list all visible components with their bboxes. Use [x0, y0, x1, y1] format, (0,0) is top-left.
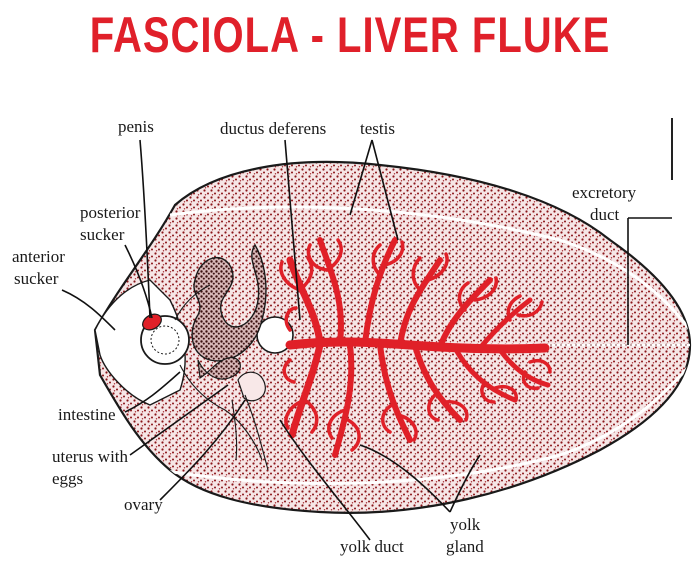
- label-ovary: ovary: [124, 495, 163, 514]
- label-yolk-gland-line2: gland: [446, 537, 484, 556]
- label-ductus-deferens: ductus deferens: [220, 119, 326, 138]
- diagram-title: FASCIOLA - LIVER FLUKE: [89, 8, 611, 63]
- label-uterus-line1: uterus with: [52, 447, 129, 466]
- label-excretory-duct-line1: excretory: [572, 183, 637, 202]
- labels: penis ductus deferens testis posterior s…: [12, 117, 637, 556]
- ovary-organ: [237, 371, 266, 402]
- lateral-canals: [159, 205, 690, 486]
- intestine: [174, 284, 269, 471]
- label-excretory-duct-line2: duct: [590, 205, 620, 224]
- label-penis: penis: [118, 117, 154, 136]
- label-posterior-sucker-line1: posterior: [80, 203, 141, 222]
- label-anterior-sucker-line1: anterior: [12, 247, 65, 266]
- label-intestine: intestine: [58, 405, 116, 424]
- label-posterior-sucker-line2: sucker: [80, 225, 125, 244]
- label-yolk-gland-line1: yolk: [450, 515, 481, 534]
- label-yolk-duct: yolk duct: [340, 537, 404, 556]
- label-anterior-sucker-line2: sucker: [14, 269, 59, 288]
- uterus-with-eggs: [191, 243, 267, 380]
- penis-organ: [142, 313, 162, 331]
- leader-lines: [61, 139, 672, 541]
- testis-organ: [279, 237, 552, 458]
- label-testis: testis: [360, 119, 395, 138]
- label-uterus-line2: eggs: [52, 469, 83, 488]
